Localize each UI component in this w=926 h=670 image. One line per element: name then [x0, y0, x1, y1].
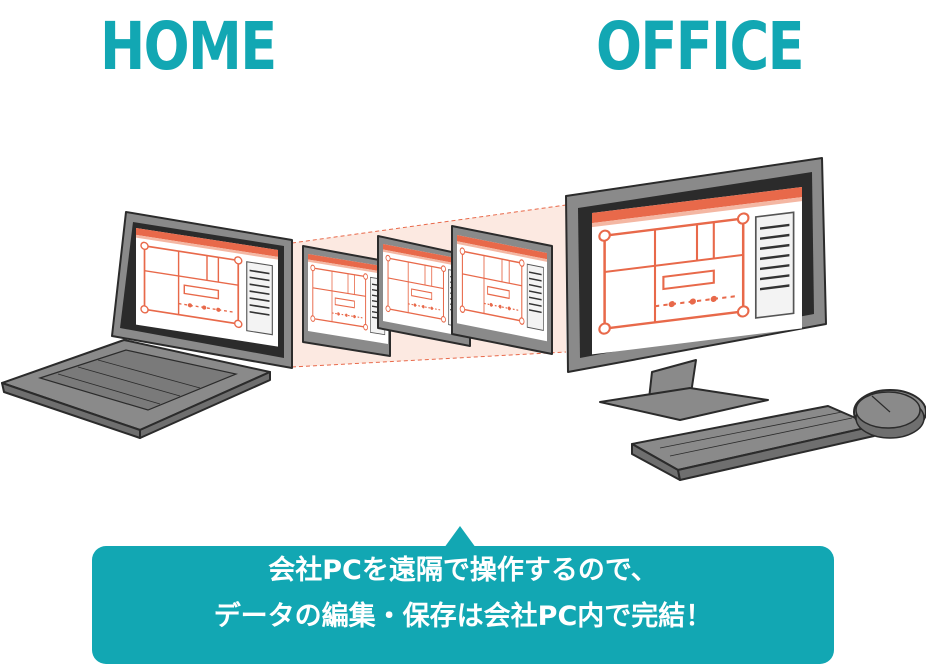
- home-label: HOME: [100, 8, 277, 85]
- office-label: OFFICE: [596, 8, 805, 85]
- office-monitor-icon: [565, 157, 827, 421]
- transfer-screen-3: [451, 225, 553, 355]
- transfer-screen-1: [302, 245, 391, 357]
- mouse-icon: [853, 389, 926, 439]
- laptop-icon: [1, 211, 293, 439]
- callout-line-1: 会社PCを遠隔で操作するので、: [268, 555, 658, 586]
- callout-text: 会社PCを遠隔で操作するので、 データの編集・保存は会社PC内で完結！: [92, 548, 834, 640]
- callout-bubble: [92, 526, 834, 664]
- callout-line-2: データの編集・保存は会社PC内で完結！: [213, 601, 713, 632]
- transfer-screen-2: [377, 235, 471, 347]
